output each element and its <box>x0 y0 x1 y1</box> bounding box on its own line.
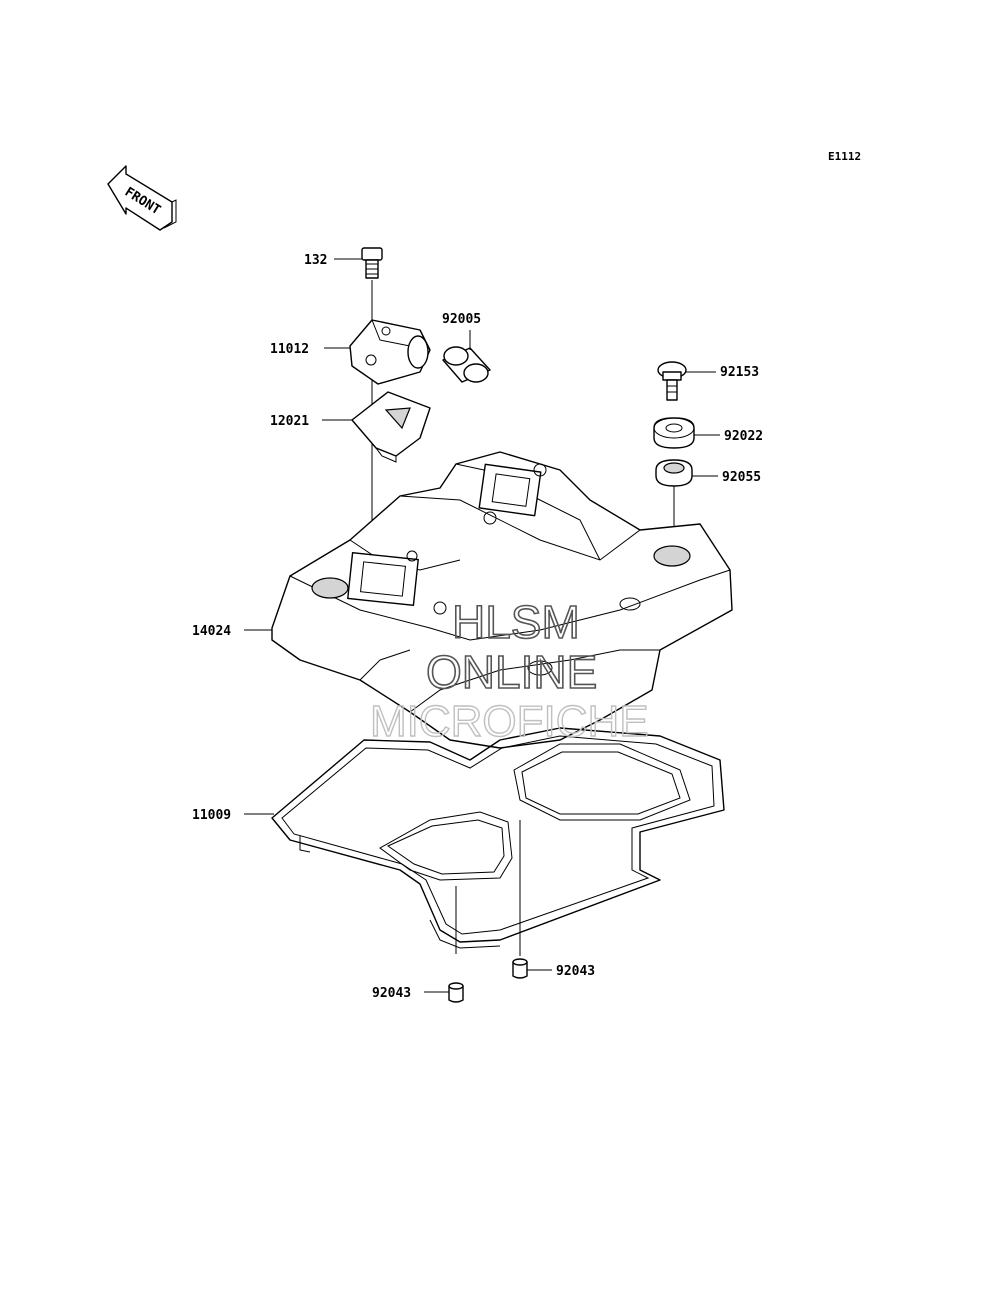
gasket-icon <box>271 727 725 949</box>
bolt-icon <box>361 247 383 279</box>
part-label-92043-a[interactable]: 92043 <box>372 986 411 1001</box>
watermark-line1: HLSM <box>452 596 580 648</box>
part-label-12021[interactable]: 12021 <box>270 414 309 429</box>
cylinder-head-cover-icon <box>271 451 733 749</box>
dowel-pin-icon <box>448 982 464 1003</box>
watermark-line3: MICROFICHE <box>370 697 649 746</box>
part-label-92153[interactable]: 92153 <box>720 365 759 380</box>
diagram-code: E1112 <box>828 150 861 163</box>
seal-icon <box>442 346 491 383</box>
washer-icon <box>653 417 695 449</box>
part-label-92005[interactable]: 92005 <box>442 312 481 327</box>
part-label-92022[interactable]: 92022 <box>724 429 763 444</box>
part-label-11009[interactable]: 11009 <box>192 808 231 823</box>
plate-icon <box>351 391 431 463</box>
part-label-132[interactable]: 132 <box>304 253 327 268</box>
part-label-92055[interactable]: 92055 <box>722 470 761 485</box>
watermark-line2: ONLINE <box>426 646 597 698</box>
part-label-92043-b[interactable]: 92043 <box>556 964 595 979</box>
grommet-icon <box>655 459 693 487</box>
breather-cover-icon <box>349 319 431 385</box>
screw-icon <box>657 361 687 401</box>
part-label-11012[interactable]: 11012 <box>270 342 309 357</box>
dowel-pin-icon <box>512 958 528 979</box>
front-arrow-icon: FRONT <box>107 165 177 231</box>
part-label-14024[interactable]: 14024 <box>192 624 231 639</box>
